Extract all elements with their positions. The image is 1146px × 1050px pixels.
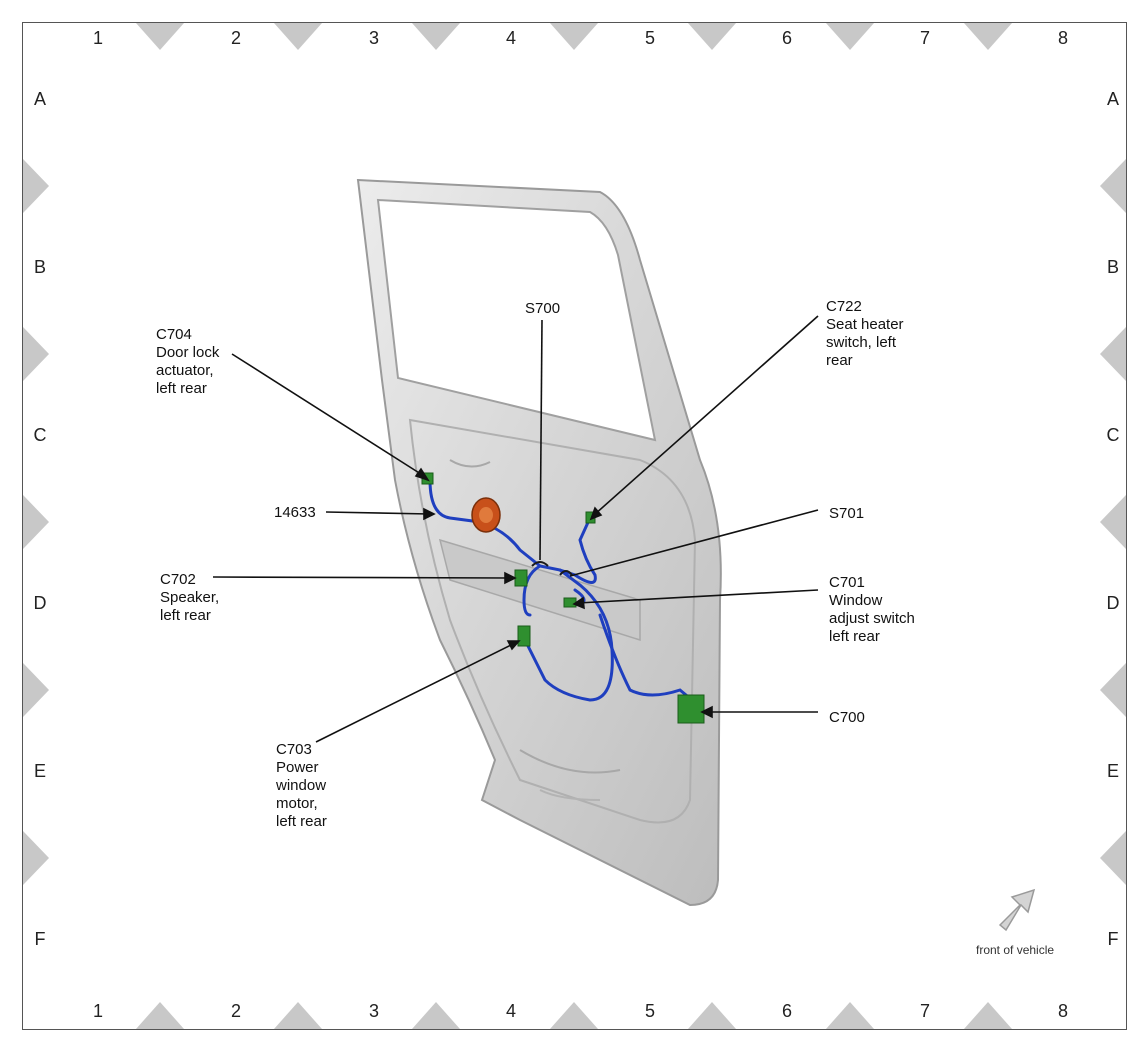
- callout-c702: C702 Speaker, left rear: [160, 571, 220, 624]
- connector-c701: [563, 597, 577, 608]
- grid-markers: [23, 23, 1126, 1029]
- grid-marker-left: [23, 663, 49, 717]
- col-label-top-8: 8: [1057, 28, 1068, 48]
- wiring-harness: [428, 478, 694, 702]
- col-label-top-4: 4: [505, 28, 516, 48]
- connector-c702: [514, 569, 528, 587]
- col-label-bottom-3: 3: [368, 1001, 379, 1021]
- col-label-bottom-7: 7: [919, 1001, 930, 1021]
- col-label-bottom-5: 5: [644, 1001, 655, 1021]
- grid-marker-left: [23, 159, 49, 213]
- col-label-bottom-1: 1: [92, 1001, 103, 1021]
- row-label-left-e: E: [33, 761, 46, 781]
- col-label-top-2: 2: [230, 28, 241, 48]
- leader-14633: [325, 511, 431, 515]
- callout-14633: 14633: [274, 504, 316, 521]
- leader-s701: [569, 509, 819, 577]
- front-of-vehicle-label: front of vehicle: [976, 943, 1055, 957]
- grid-marker-top: [688, 23, 736, 50]
- leader-s700: [539, 319, 543, 561]
- row-label-left-c: C: [33, 425, 47, 445]
- grid-marker-left: [23, 495, 49, 549]
- row-label-right-b: B: [1106, 257, 1119, 277]
- leader-c702: [212, 576, 512, 579]
- col-label-top-3: 3: [368, 28, 379, 48]
- callout-s701: S701: [829, 505, 865, 522]
- grid-marker-bottom: [136, 1002, 184, 1029]
- col-label-top-6: 6: [781, 28, 792, 48]
- leader-c722: [593, 315, 819, 516]
- grid-marker-top: [550, 23, 598, 50]
- col-label-bottom-2: 2: [230, 1001, 241, 1021]
- row-label-left-d: D: [33, 593, 47, 613]
- row-label-left-b: B: [33, 257, 46, 277]
- grid-marker-right: [1100, 159, 1126, 213]
- grid-marker-left: [23, 831, 49, 885]
- grid-marker-top: [826, 23, 874, 50]
- front-arrow-icon: [998, 888, 1036, 932]
- callout-c704: C704 Door lock actuator, left rear: [156, 326, 220, 397]
- grid-marker-bottom: [412, 1002, 460, 1029]
- grid-marker-top: [412, 23, 460, 50]
- col-label-top-1: 1: [92, 28, 103, 48]
- row-label-right-a: A: [1106, 89, 1119, 109]
- row-label-left-a: A: [33, 89, 46, 109]
- callout-s700: S700: [525, 300, 561, 317]
- leader-c703: [315, 642, 516, 743]
- col-label-bottom-8: 8: [1057, 1001, 1068, 1021]
- grid-marker-bottom: [964, 1002, 1012, 1029]
- callout-c703: C703 Power window motor, left rear: [276, 741, 327, 830]
- leader-c701: [577, 589, 819, 604]
- callout-c700: C700: [829, 709, 865, 726]
- grid-marker-right: [1100, 831, 1126, 885]
- connector-c700: [677, 694, 705, 724]
- col-label-top-7: 7: [919, 28, 930, 48]
- grommet-14633: [471, 497, 501, 533]
- grid-marker-right: [1100, 663, 1126, 717]
- grid-marker-left: [23, 327, 49, 381]
- callout-c701: C701 Window adjust switch left rear: [829, 574, 915, 645]
- grid-marker-bottom: [688, 1002, 736, 1029]
- grid-marker-right: [1100, 327, 1126, 381]
- row-label-right-f: F: [1107, 929, 1119, 949]
- col-label-bottom-4: 4: [505, 1001, 516, 1021]
- splice-s700: [531, 561, 549, 567]
- grid-marker-right: [1100, 495, 1126, 549]
- grid-marker-bottom: [550, 1002, 598, 1029]
- row-label-left-f: F: [34, 929, 46, 949]
- col-label-bottom-6: 6: [781, 1001, 792, 1021]
- grid-marker-top: [274, 23, 322, 50]
- row-label-right-d: D: [1106, 593, 1120, 613]
- splice-s701: [559, 570, 573, 576]
- grid-marker-bottom: [274, 1002, 322, 1029]
- grid-marker-top: [136, 23, 184, 50]
- leader-c704: [231, 353, 425, 477]
- leader-lines: [212, 315, 819, 743]
- row-label-right-e: E: [1106, 761, 1119, 781]
- splices: [531, 561, 573, 576]
- grid-marker-top: [964, 23, 1012, 50]
- row-label-right-c: C: [1106, 425, 1120, 445]
- col-label-top-5: 5: [644, 28, 655, 48]
- connector-c703: [517, 625, 531, 647]
- grid-marker-bottom: [826, 1002, 874, 1029]
- callout-c722: C722 Seat heater switch, left rear: [826, 298, 904, 369]
